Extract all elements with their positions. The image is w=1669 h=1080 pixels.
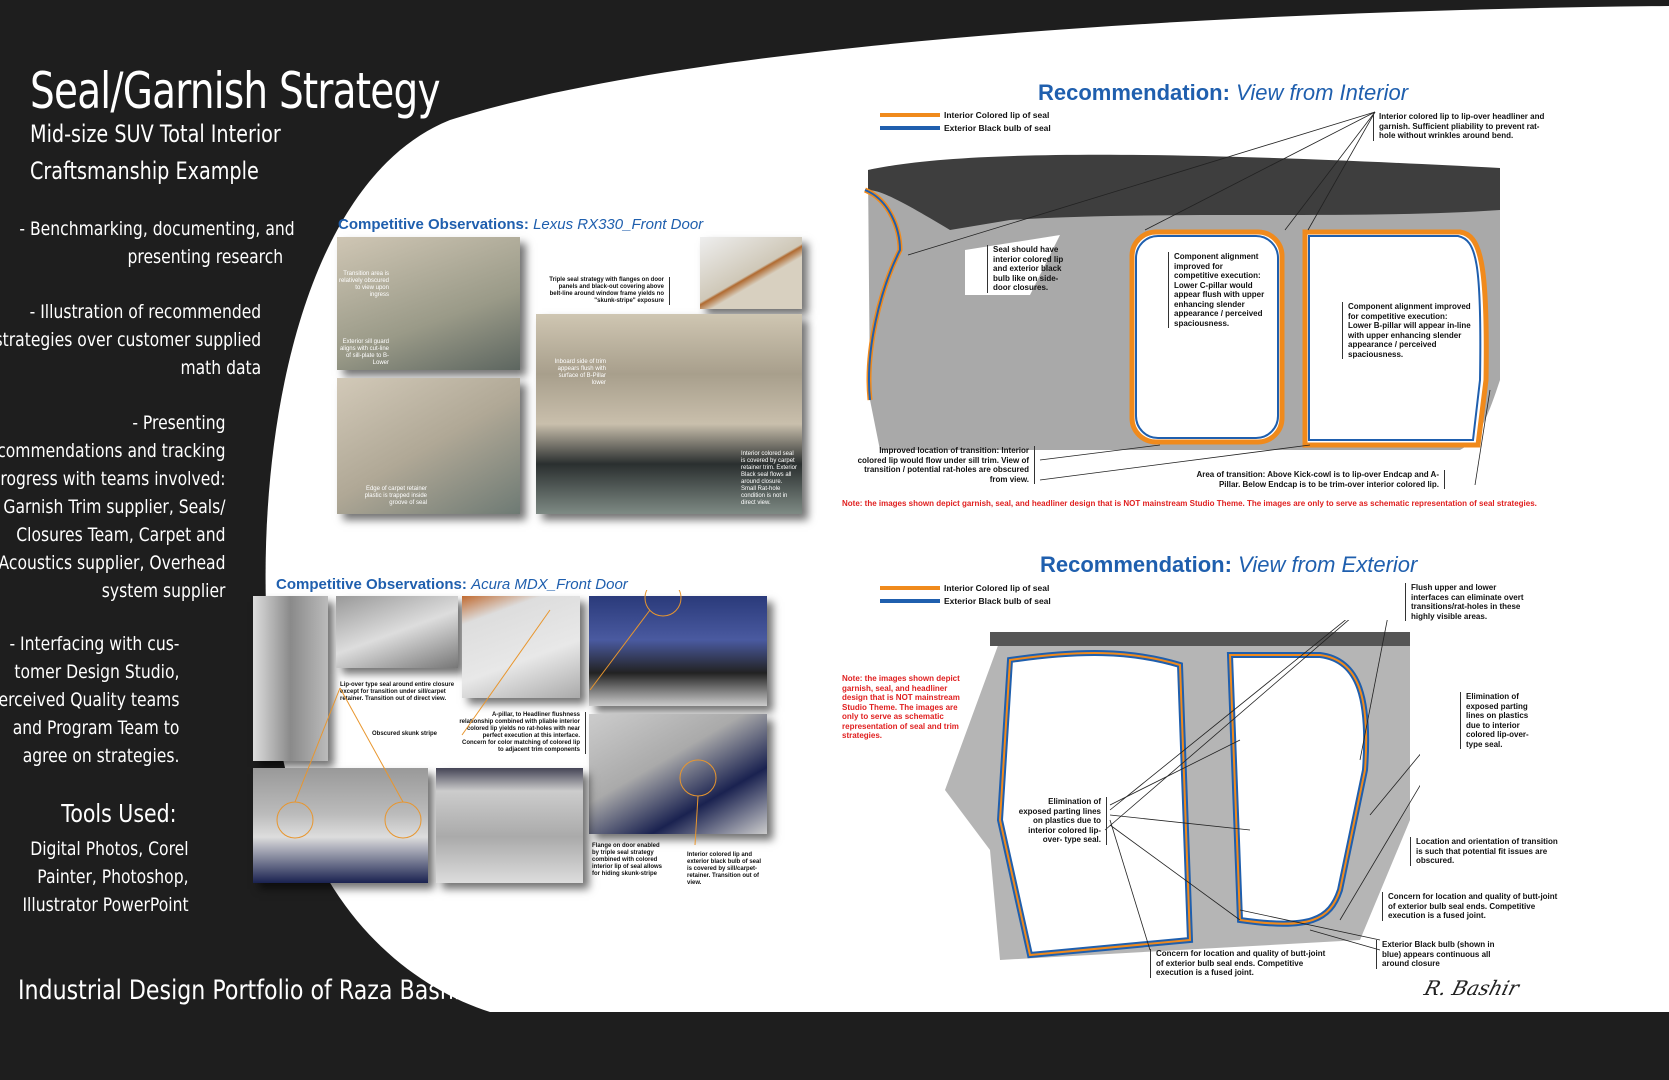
footer-credit: Industrial Design Portfolio of Raza Bash… [18,975,470,1006]
exterior-note-black-bulb: Exterior Black bulb (shown in blue) appe… [1376,940,1496,969]
acura-callout-lines [276,590,717,846]
exterior-note-location: Location and orientation of transition i… [1410,837,1560,866]
acura-note-flange: Flange on door enabled by triple seal st… [592,843,663,877]
interior-note-bpillar: Component alignment improved for competi… [1342,302,1472,359]
exterior-note-elimination-right: Elimination of exposed parting lines on … [1460,692,1535,749]
interior-note-kickcowl: Area of transition: Above Kick-cowl is t… [1195,470,1445,489]
acura-note-lipover: Lip-over type seal around entire closure… [340,682,455,702]
interior-disclaimer: Note: the images shown depict garnish, s… [842,499,1537,508]
interior-note-transition: Improved location of transition: Interio… [855,446,1035,484]
acura-note-skunk: Obscured skunk stripe [372,731,438,737]
acura-photo-doorframe [589,714,767,834]
exterior-diagram [945,620,1420,960]
acura-photo-door [436,768,583,883]
exterior-note-elimination-left: Elimination of exposed parting lines on … [1015,797,1107,845]
subtitle: Craftsmanship Example [30,157,259,185]
exterior-disclaimer: Note: the images shown depict garnish, s… [842,674,960,740]
lexus-photo-sill: Edge of carpet retainer plastic is trapp… [337,378,520,514]
exterior-legend: Interior Colored lip of seal Exterior Bl… [880,581,1051,607]
exterior-note-concern-bottom: Concern for location and quality of butt… [1150,949,1335,978]
exterior-note-concern-right: Concern for location and quality of butt… [1382,892,1564,921]
interior-note-seal: Seal should have interior colored lip an… [987,245,1067,293]
page-title: Seal/Garnish Strategy [30,62,441,120]
acura-photo-interior [336,596,458,668]
acura-note-apillar: A-pillar, to Headliner flushness relatio… [458,712,586,754]
exterior-view-heading: Recommendation: View from Exterior [1040,552,1418,577]
acura-note-lip-bulb: Interior colored lip and exterior black … [687,852,762,886]
acura-heading: Competitive Observations: Acura MDX_Fron… [276,576,628,593]
acura-photo-sill [253,768,428,883]
lexus-photo-seat: Transition area is relatively obscured t… [337,237,520,370]
acura-photo-seat [462,596,580,698]
interior-note-lipover: Interior colored lip to lip-over headlin… [1373,112,1553,141]
exterior-note-flush: Flush upper and lower interfaces can eli… [1405,583,1530,621]
interior-diagram [863,111,1500,486]
subtitle: Mid-size SUV Total Interior [30,120,281,148]
interior-note-cpillar: Component alignment improved for competi… [1168,252,1268,328]
acura-photo-apillar [253,596,328,761]
lexus-photo-door [700,237,802,309]
bullet-interfacing: - Interfacing with cus-tomer Design Stud… [0,633,180,767]
tools-heading: Tools Used: [61,799,177,828]
interior-view-heading: Recommendation: View from Interior [1038,80,1409,105]
lexus-note-triple: Triple seal strategy with flanges on doo… [548,277,670,305]
lexus-heading: Competitive Observations: Lexus RX330_Fr… [338,216,704,233]
signature: R. Bashir [1421,976,1522,1000]
lexus-photo-bpillar: Inboard side of trim appears flush with … [536,314,802,514]
interior-legend: Interior Colored lip of seal Exterior Bl… [880,108,1051,134]
